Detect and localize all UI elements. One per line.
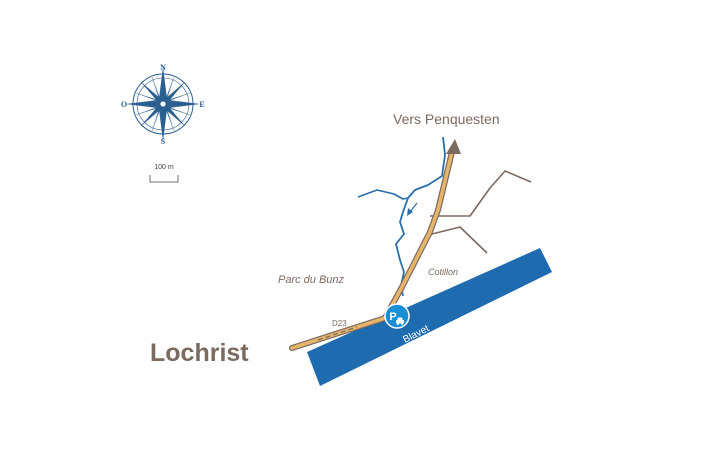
stream-branch <box>357 189 409 200</box>
parking-letter: P <box>389 311 396 323</box>
destination-label: Vers Penquesten <box>393 111 500 127</box>
stream-flow-arrow-line <box>409 202 418 213</box>
road-branch-south <box>427 226 488 254</box>
parking-marker[interactable]: P <box>384 303 410 329</box>
place-label: Cotillon <box>428 267 458 277</box>
town-label: Lochrist <box>150 339 249 367</box>
river-flow-arrow-icon <box>420 344 428 350</box>
compass-rose-icon <box>126 67 200 141</box>
compass-east-label: E <box>199 100 204 109</box>
compass-west-label: O <box>121 100 127 109</box>
road-d23-dashes <box>317 326 358 341</box>
scale-bar <box>149 175 179 183</box>
stream-flow-arrow-icon <box>407 208 413 216</box>
river-flow-arrow-line <box>423 337 447 349</box>
parking-car-icon <box>396 317 404 325</box>
stream <box>395 136 446 297</box>
scale-bar-label: 100 m <box>154 164 174 171</box>
road-label: D23 <box>332 319 347 328</box>
compass-north-label: N <box>160 63 166 72</box>
compass-south-label: S <box>161 137 166 146</box>
road-branch-north <box>430 170 532 217</box>
road-d23 <box>290 150 454 350</box>
river-blavet <box>307 248 552 386</box>
park-label: Parc du Bunz <box>278 274 345 286</box>
destination-arrow-icon <box>446 139 461 154</box>
